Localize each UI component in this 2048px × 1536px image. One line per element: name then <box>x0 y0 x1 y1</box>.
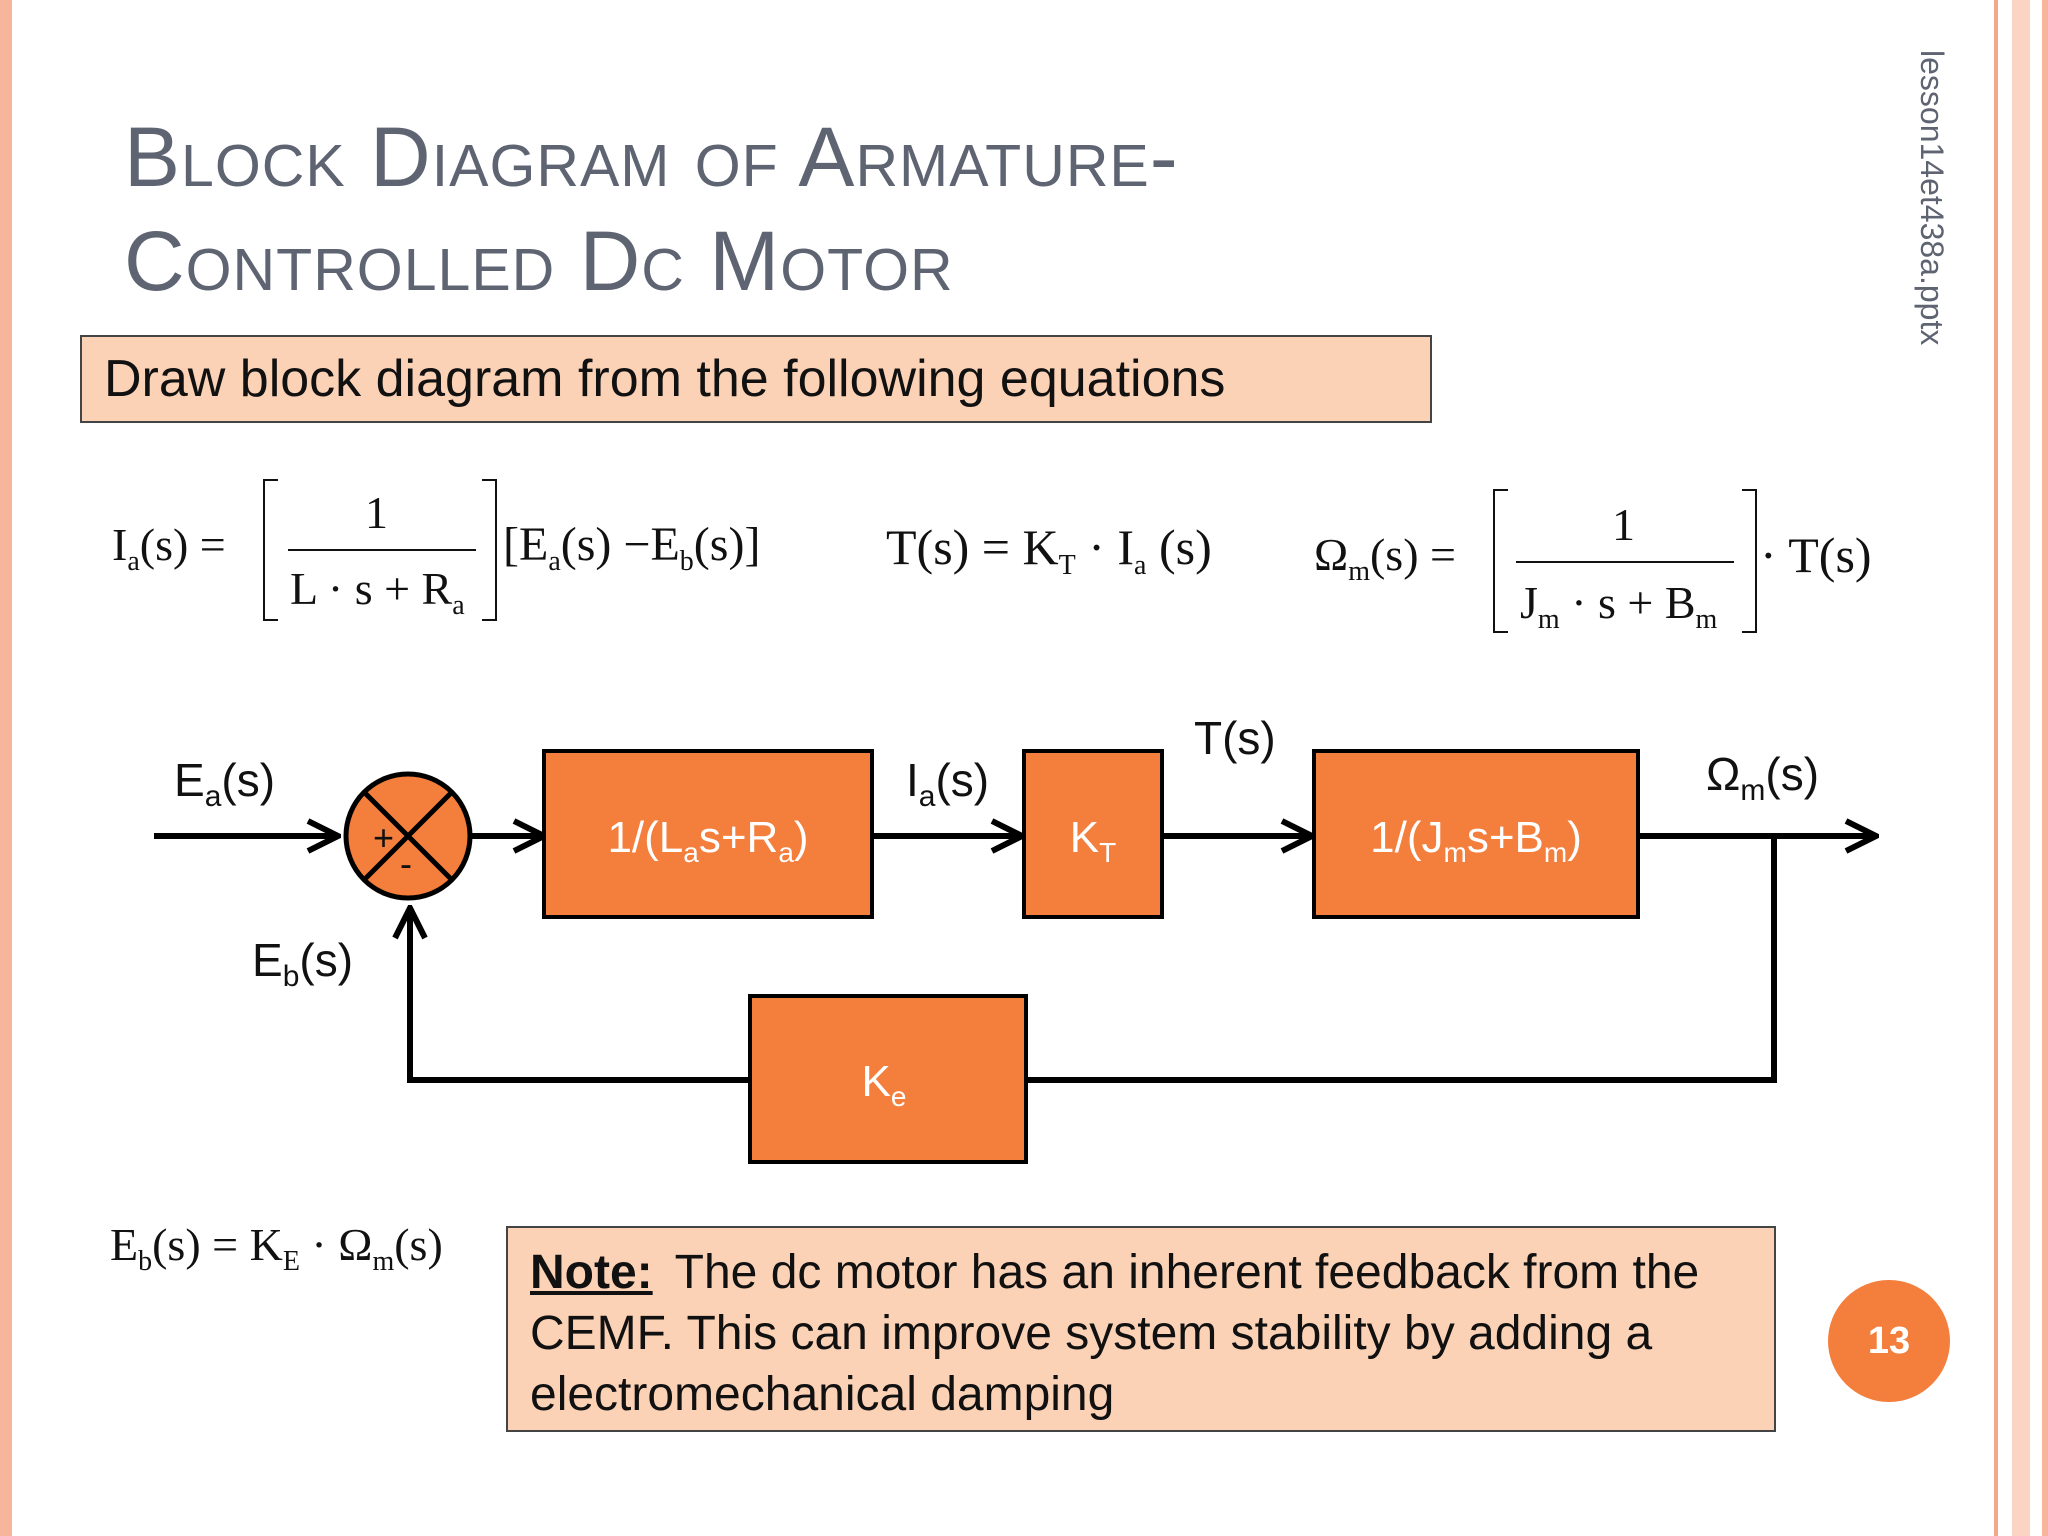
label-output: Ωm(s) <box>1706 748 1819 807</box>
right-border-stripe <box>1994 0 1998 1536</box>
label-current: Ia(s) <box>906 754 989 813</box>
page-number-badge: 13 <box>1828 1280 1950 1402</box>
plus-sign: + <box>373 817 394 858</box>
svg-text:1: 1 <box>365 487 388 538</box>
right-edge-stripe <box>2042 0 2048 1536</box>
equation-back-emf: Eb(s) = KE · Ωm(s) <box>110 1219 443 1277</box>
svg-text:L · s + Ra: L · s + Ra <box>290 563 465 621</box>
svg-text:· T(s): · T(s) <box>1760 527 1872 583</box>
block-back-emf: Ke <box>748 994 1028 1164</box>
instruction-box: Draw block diagram from the following eq… <box>80 335 1432 423</box>
title-line-1: Block Diagram of Armature- <box>124 110 1179 204</box>
file-name: lesson14et438a.pptx <box>1914 50 1950 346</box>
left-border-stripe <box>0 0 12 1536</box>
signal-lines <box>154 836 1876 1083</box>
label-input: Ea(s) <box>174 754 275 813</box>
note-text: The dc motor has an inherent feedback fr… <box>530 1246 1700 1421</box>
equation-speed: Ωm(s) = 1 Jm · s + Bm · T(s) <box>1314 489 1872 635</box>
feedback-line-right <box>1026 836 1777 1083</box>
svg-text:Eb(s) = KE · Ωm(s): Eb(s) = KE · Ωm(s) <box>110 1219 443 1277</box>
svg-text:[Ea(s) −Eb(s)]: [Ea(s) −Eb(s)] <box>503 518 760 577</box>
svg-text:T(s) = KT · Ia (s): T(s) = KT · Ia (s) <box>886 519 1212 581</box>
svg-text:Ia(s) =: Ia(s) = <box>112 519 226 577</box>
label-feedback: Eb(s) <box>252 934 353 993</box>
equation-armature-current: Ia(s) = 1 L · s + Ra [Ea(s) −Eb(s)] <box>112 479 760 621</box>
block-torque-constant: KT <box>1022 749 1164 919</box>
summing-junction: + - <box>343 771 473 901</box>
svg-text:1/(Las+Ra): 1/(Las+Ra) <box>607 813 808 868</box>
label-torque: T(s) <box>1194 712 1276 764</box>
note-label: Note: <box>530 1246 653 1299</box>
svg-text:1/(Jms+Bm): 1/(Jms+Bm) <box>1370 813 1582 868</box>
note-box: Note:The dc motor has an inherent feedba… <box>506 1226 1776 1432</box>
right-border-band <box>2012 0 2030 1536</box>
block-mechanical: 1/(Jms+Bm) <box>1312 749 1640 919</box>
svg-text:Ωm(s) =: Ωm(s) = <box>1314 529 1456 587</box>
svg-text:Jm · s + Bm: Jm · s + Bm <box>1520 577 1718 635</box>
feedback-line-left <box>410 908 750 1083</box>
minus-sign: - <box>400 843 412 884</box>
block-electrical: 1/(Las+Ra) <box>542 749 874 919</box>
equation-torque: T(s) = KT · Ia (s) <box>886 519 1212 581</box>
svg-text:1: 1 <box>1612 499 1635 550</box>
title-line-2: Controlled Dc Motor <box>124 214 954 308</box>
slide-title: Block Diagram of Armature- Controlled Dc… <box>124 105 1824 313</box>
